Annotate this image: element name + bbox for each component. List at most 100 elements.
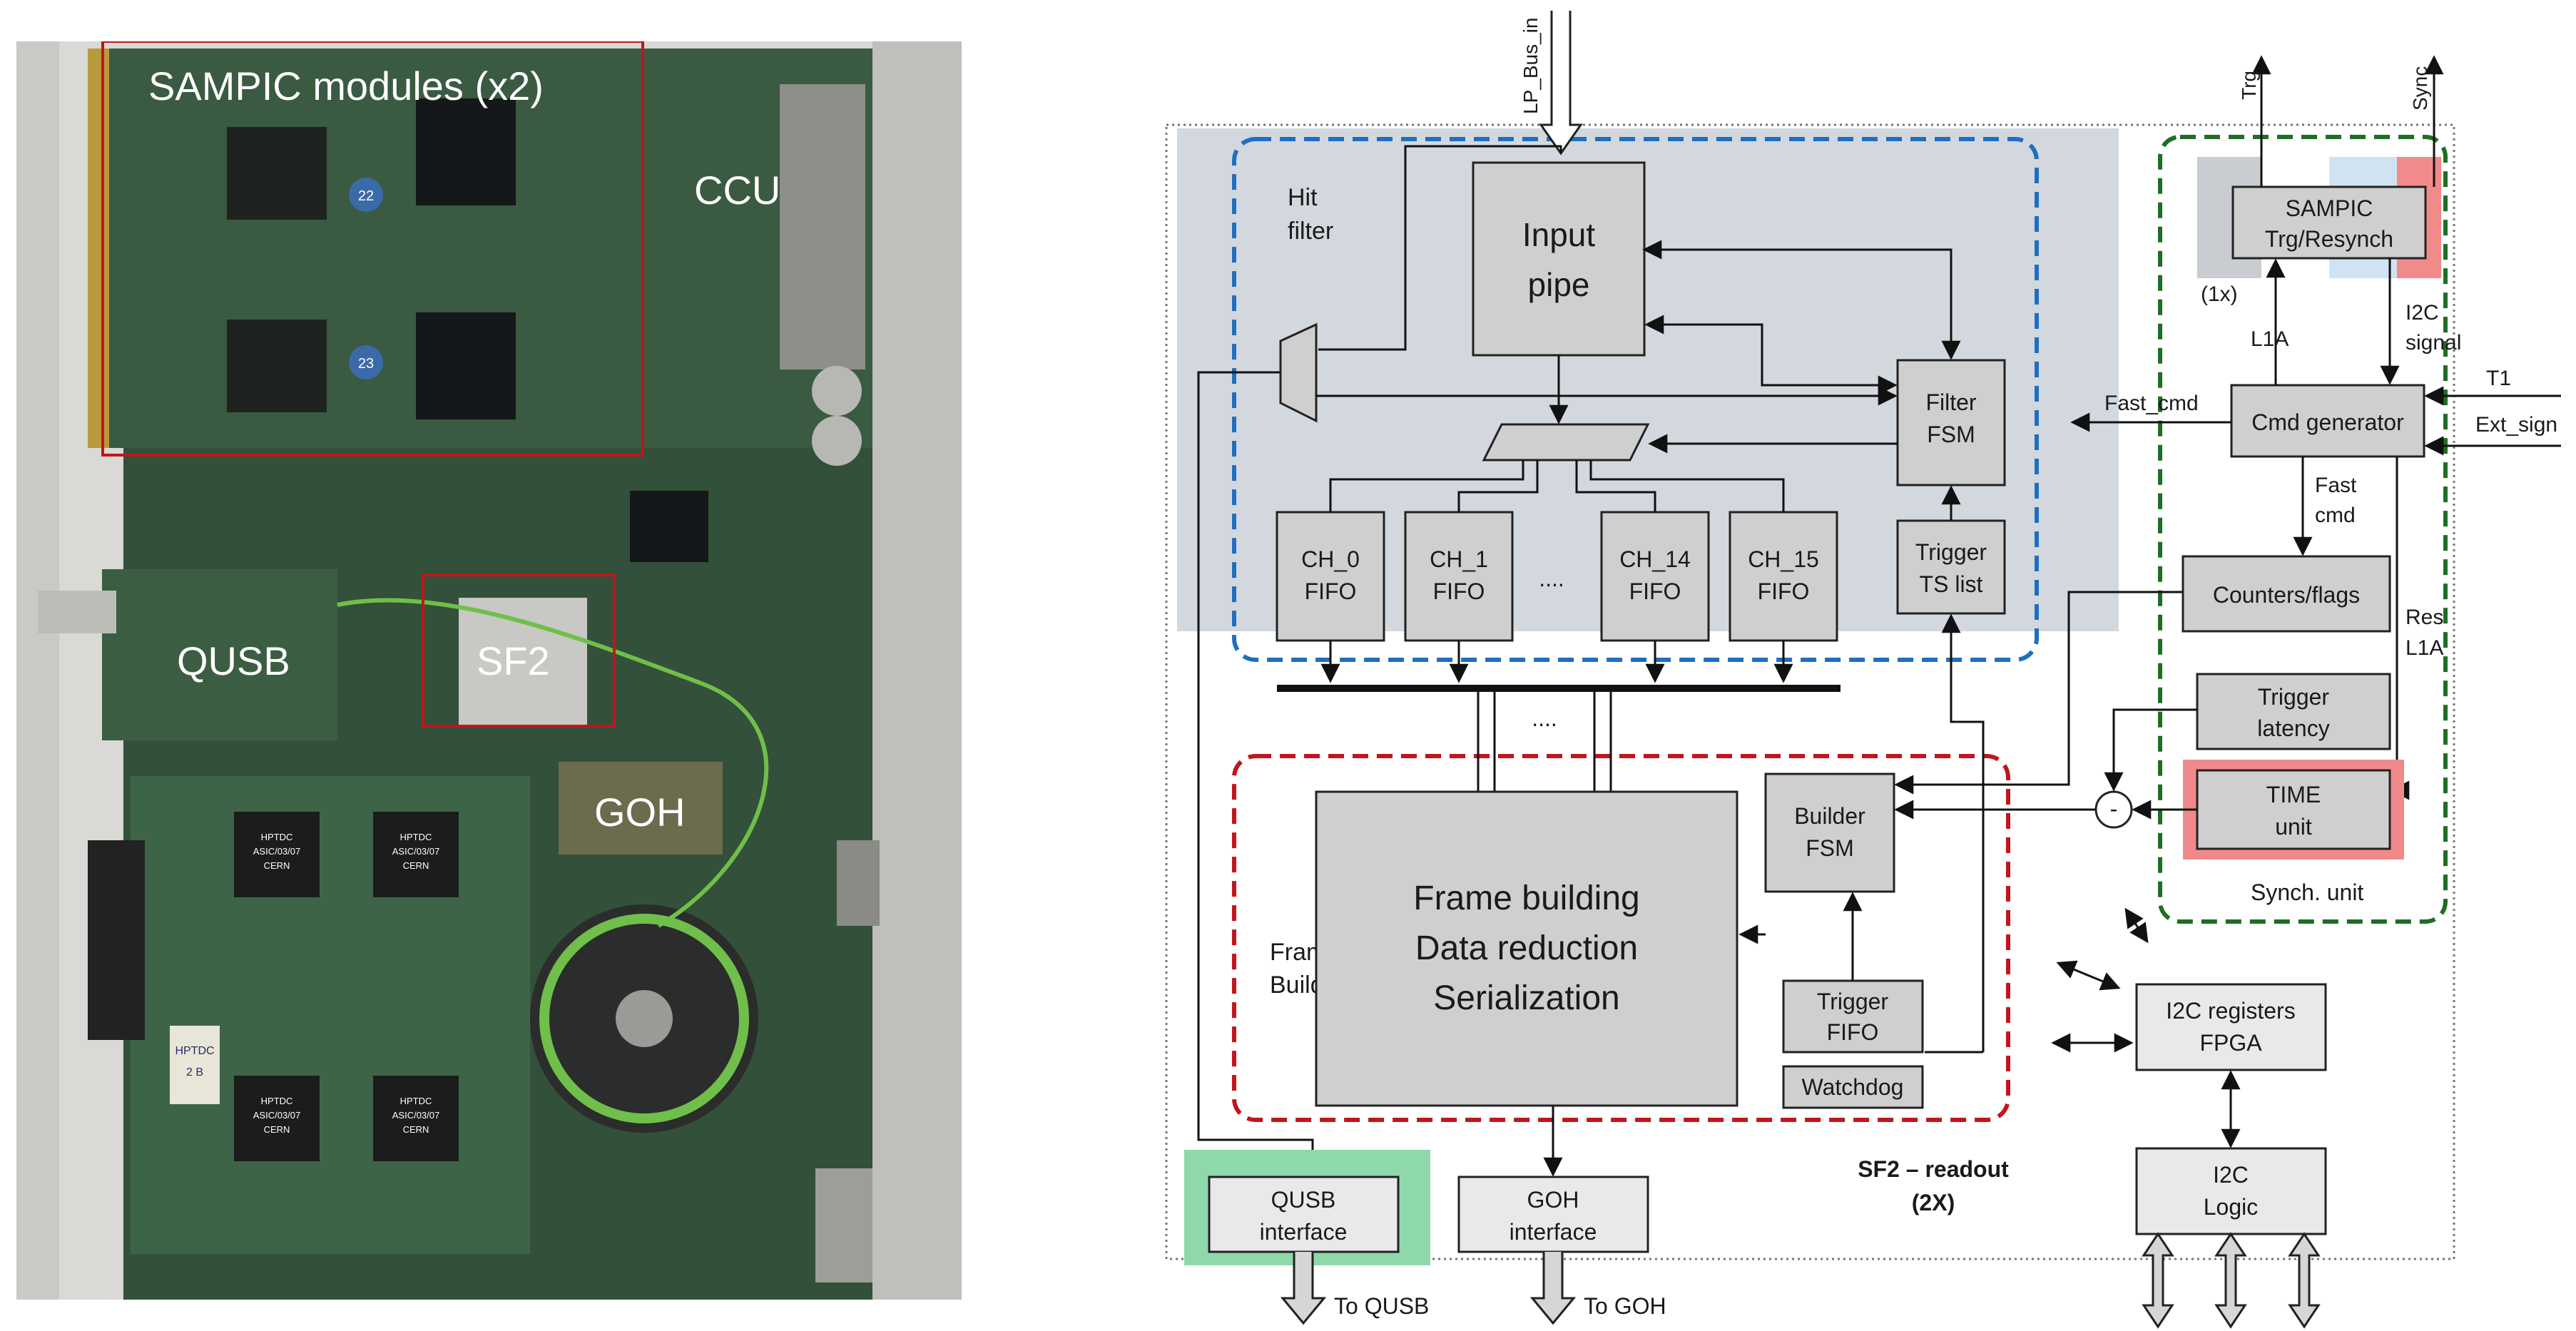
i2c-registers-line-1: I2C registers <box>2166 998 2295 1024</box>
synch-unit-boundary <box>2158 135 2448 924</box>
fast-cmd-line-2: cmd <box>2315 504 2356 527</box>
filter-fsm-line-2: FSM <box>1927 422 1975 447</box>
bus-to-splitter-wire <box>1318 145 1562 351</box>
hptdc-2-line-1: HPTDC <box>400 832 432 842</box>
data-bus <box>1277 685 1841 692</box>
connector-strip <box>88 49 109 448</box>
sampic-trg-line-2: Trg/Resynch <box>2265 226 2393 252</box>
frame-block-line-1: Frame building <box>1413 879 1639 917</box>
fifo-to-bus-wires <box>1320 641 1793 792</box>
res-l1a-line-1: Res <box>2406 606 2443 629</box>
cmd-generator-label: Cmd generator <box>2251 409 2404 435</box>
to-qusb-label: To QUSB <box>1334 1293 1429 1319</box>
sf2-readout-line-2: (2X) <box>1912 1190 1955 1215</box>
ch1-fifo-line-2: FIFO <box>1433 578 1485 604</box>
time-unit-line-1: TIME <box>2266 782 2321 807</box>
bus-in-label: LP_Bus_in <box>1519 18 1542 114</box>
chip-id-sticker-22 <box>349 178 383 212</box>
res-l1a-line-2: L1A <box>2406 636 2443 660</box>
chip-id-22: 22 <box>358 188 374 204</box>
hit-filter-boundary <box>1232 137 2039 662</box>
trigger-ts-line-1: Trigger <box>1915 539 1987 565</box>
to-qusb-arrow <box>1280 1252 1327 1325</box>
frame-building-block <box>1315 790 1738 1107</box>
lemo-connector-1 <box>812 366 862 416</box>
qusb-module-pcb <box>102 569 337 740</box>
goh-module <box>559 762 723 855</box>
to-goh-arrow <box>1529 1252 1577 1325</box>
counters-flags-block <box>2182 555 2391 633</box>
i2c-registers-line-2: FPGA <box>2199 1030 2262 1056</box>
fpga-chip-1 <box>416 98 516 205</box>
trigger-ts-list-block <box>1896 519 2006 615</box>
sampic-highlight-box <box>101 41 644 457</box>
subtractor-sign: - <box>2110 796 2118 822</box>
to-goh-label: To GOH <box>1584 1293 1666 1319</box>
trigger-path-arrow <box>1941 613 1985 1052</box>
ccu-connector-1 <box>780 84 865 227</box>
large-connector <box>88 840 145 1040</box>
sampic-trg-block <box>2231 185 2427 260</box>
hptdc-1-line-1: HPTDC <box>261 832 293 842</box>
ccu-label: CCU <box>694 168 780 213</box>
sampic-modules-label: SAMPIC modules (x2) <box>148 63 544 108</box>
trigger-fifo-line-1: Trigger <box>1817 989 1889 1014</box>
i2c-logic-block <box>2135 1147 2327 1235</box>
builder-fsm-line-1: Builder <box>1794 803 1865 829</box>
counters-flags-label: Counters/flags <box>2213 582 2360 608</box>
filter-fsm-block <box>1896 359 2006 486</box>
sf2-highlight-box <box>422 573 616 728</box>
builder-fsm-line-2: FSM <box>1806 835 1854 861</box>
hptdc-3-line-3: CERN <box>264 1124 290 1135</box>
input-pipe-line-2: pipe <box>1528 266 1590 303</box>
hptdc-chip-3: HPTDC ASIC/03/07 CERN <box>234 1076 320 1161</box>
hptdc-chip-1: HPTDC ASIC/03/07 CERN <box>234 812 320 897</box>
time-unit-line-2: unit <box>2275 814 2312 840</box>
hptdc-chip-4: HPTDC ASIC/03/07 CERN <box>373 1076 459 1161</box>
usb-connector <box>38 591 116 633</box>
sync-label: Sync <box>2409 66 2431 111</box>
hptdc-1-line-3: CERN <box>264 860 290 871</box>
ch14-fifo: CH_14 FIFO <box>1600 511 1710 642</box>
ch1-fifo: CH_1 FIFO <box>1404 511 1514 642</box>
hptdc-2-line-2: ASIC/03/07 <box>392 846 440 857</box>
cmd-generator-block <box>2230 384 2425 458</box>
fast-cmd-line-1: Fast <box>2315 474 2357 497</box>
hptdc-4-line-1: HPTDC <box>400 1096 432 1106</box>
frame-block-line-2: Data reduction <box>1415 929 1638 967</box>
sf2-readout-line-1: SF2 – readout <box>1858 1156 2009 1182</box>
i2c-external-bus-arrows <box>2142 1232 2321 1329</box>
chip-id-23: 23 <box>358 356 374 372</box>
ch14-fifo-line-2: FIFO <box>1629 578 1681 604</box>
watchdog-label: Watchdog <box>1802 1074 1904 1100</box>
hit-filter-label-line-1: Hit <box>1288 184 1318 211</box>
hptdc-mezzanine-pcb <box>131 776 530 1254</box>
sampic-chip-1 <box>227 127 327 220</box>
demux-to-fifo-wires <box>1329 460 1785 512</box>
bus-ellipsis: .... <box>1532 705 1557 731</box>
filter-fsm-line-1: Filter <box>1925 389 1976 415</box>
goh-interface-line-2: interface <box>1510 1219 1597 1245</box>
lemo-connector-2 <box>812 416 862 466</box>
trigger-latency-line-2: latency <box>2257 715 2329 741</box>
res-l1a-arrow <box>2390 457 2410 800</box>
optical-fiber <box>337 598 769 928</box>
builder-fsm-block <box>1764 772 1895 893</box>
i2c-logic-line-2: Logic <box>2204 1194 2259 1220</box>
qusb-interface-line-1: QUSB <box>1271 1187 1336 1213</box>
handwritten-sticker: HPTDC 2 B <box>170 1026 220 1104</box>
sampic-trg-line-1: SAMPIC <box>2286 195 2373 221</box>
trigger-fifo-line-2: FIFO <box>1827 1019 1879 1045</box>
fiber-coil <box>539 914 749 1123</box>
t1-label: T1 <box>2486 367 2511 390</box>
goh-interface-block <box>1457 1176 1649 1253</box>
ch0-fifo-line-1: CH_0 <box>1301 546 1360 572</box>
watchdog-block <box>1782 1065 1924 1109</box>
hit-filter-label-line-2: filter <box>1288 218 1333 245</box>
trigger-latency-block <box>2196 673 2391 750</box>
input-pipe-line-1: Input <box>1522 216 1596 253</box>
qusb-interface-line-2: interface <box>1260 1219 1348 1245</box>
hptdc-1-line-2: ASIC/03/07 <box>253 846 301 857</box>
l1a-label: L1A <box>2251 327 2289 351</box>
sticker-line-1: HPTDC <box>175 1045 214 1057</box>
